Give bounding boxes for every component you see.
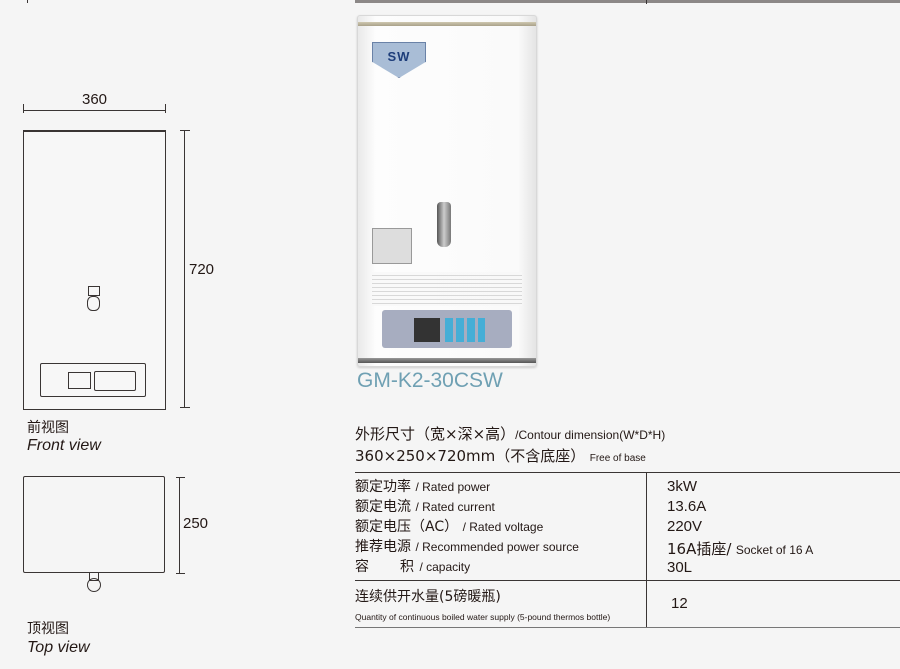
front-view-title-en: Front view (27, 437, 101, 454)
top-trim (358, 22, 536, 26)
depth-dimension-label: 250 (183, 515, 209, 532)
dimension-label: 外形尺寸（宽×深×高）/Contour dimension(W*D*H) (355, 423, 665, 444)
dimension-value-text: 360×250×720mm（不含底座） (355, 447, 586, 465)
spec-value-power-source: 16A插座/ Socket of 16 A (667, 538, 813, 559)
spec-label-cn: 额定电压（AC） (355, 519, 459, 535)
depth-dim-tick-top (176, 477, 185, 478)
supply-label-en: Quantity of continuous boiled water supp… (355, 612, 611, 622)
spec-row-current: 额定电流 / Rated current (355, 496, 495, 516)
height-dimension-label: 720 (189, 261, 215, 278)
height-dimension-line (184, 130, 185, 408)
model-name: GM-K2-30CSW (357, 369, 503, 392)
spec-value-text: 16A插座/ (667, 540, 732, 558)
product-image: SW (357, 15, 537, 367)
faucet-head-icon (87, 578, 101, 592)
spec-label-en: / Rated voltage (462, 520, 544, 534)
width-dim-tick-right (165, 104, 166, 113)
spec-label-en: / Rated power (415, 480, 491, 494)
top-view-title-en: Top view (27, 639, 90, 656)
spec-row-power-source: 推荐电源 / Recommended power source (355, 536, 579, 556)
dimension-label-cn: 外形尺寸（宽×深×高） (355, 425, 516, 443)
spec-value-power: 3kW (667, 478, 697, 495)
spec-label-cn: 额定功率 (355, 479, 411, 495)
supply-value: 12 (671, 595, 688, 612)
top-rule (355, 0, 900, 3)
lcd-display (414, 318, 440, 342)
dimension-value: 360×250×720mm（不含底座） Free of base (355, 445, 646, 466)
button-grid (94, 371, 136, 391)
table-bottom-rule (355, 627, 900, 628)
bottom-trim (358, 358, 536, 363)
spec-row-capacity: 容 积 / capacity (355, 556, 470, 576)
width-dim-tick-left (23, 104, 24, 113)
display-screen (68, 372, 91, 389)
top-view-title-cn: 顶视图 (27, 621, 69, 637)
top-left-mark (27, 0, 28, 3)
spec-label-cn: 额定电流 (355, 499, 411, 515)
spec-label-en: / Rated current (415, 500, 495, 514)
tap-icon (437, 202, 451, 247)
spec-row-voltage: 额定电压（AC） / Rated voltage (355, 516, 543, 536)
table-column-divider (646, 472, 647, 627)
top-view-body (23, 476, 165, 573)
control-panel (382, 310, 512, 348)
control-panel-drawing (40, 363, 146, 397)
width-dimension-label: 360 (82, 91, 108, 108)
spec-value-current: 13.6A (667, 498, 707, 515)
spec-label-cn: 推荐电源 (355, 539, 411, 555)
dimension-value-note: Free of base (589, 453, 646, 464)
depth-dim-tick-bottom (176, 573, 185, 574)
spec-value-capacity: 30L (667, 559, 693, 576)
width-dimension-line (23, 110, 166, 111)
faucet-icon (88, 286, 100, 296)
height-dim-tick-top (180, 130, 190, 131)
instruction-text-block (372, 272, 522, 306)
spec-row-power: 额定功率 / Rated power (355, 476, 490, 496)
front-view-title-cn: 前视图 (27, 420, 69, 436)
spec-value-en: Socket of 16 A (735, 543, 814, 557)
spec-label-en: / Recommended power source (415, 540, 579, 554)
faucet-spout-icon (87, 296, 100, 311)
brand-logo: SW (372, 42, 426, 78)
depth-dimension-line (179, 477, 180, 574)
height-dim-tick-bottom (180, 407, 190, 408)
top-rule-tick (646, 0, 647, 4)
spec-label-cn: 容 积 (355, 559, 415, 575)
spec-value-voltage: 220V (667, 518, 703, 535)
panel-buttons (445, 318, 485, 342)
dimension-label-en: /Contour dimension(W*D*H) (515, 428, 666, 442)
supply-label-cn: 连续供开水量(5磅暖瓶) (355, 589, 501, 605)
table-top-rule (355, 472, 900, 473)
brand-logo-text: SW (387, 49, 411, 64)
warning-label (372, 228, 412, 264)
table-middle-rule (355, 580, 900, 581)
spec-label-en: / capacity (419, 560, 471, 574)
